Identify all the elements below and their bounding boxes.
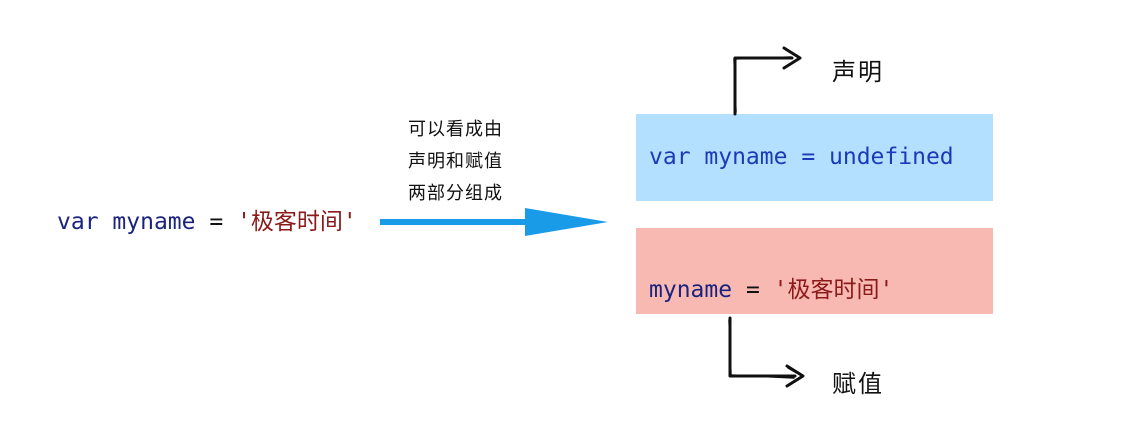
main-arrow-shaft [380, 219, 530, 225]
declaration-arrow-icon [733, 46, 802, 116]
source-identifier: myname [112, 209, 196, 235]
assignment-box: myname = '极客时间' [636, 228, 993, 314]
assignment-code: myname = '极客时间' [649, 270, 893, 304]
caption-line-1: 可以看成由 [408, 119, 503, 140]
assignment-identifier: myname [649, 277, 733, 303]
declaration-label: 声明 [832, 58, 884, 86]
source-statement: var myname = '极客时间' [57, 208, 357, 236]
source-equals: = [209, 209, 224, 235]
assignment-equals: = [745, 277, 760, 303]
assignment-value: '极客时间' [773, 277, 894, 303]
caption-line-2: 声明和赋值 [408, 151, 503, 172]
source-keyword: var [57, 209, 99, 235]
caption: 可以看成由 声明和赋值 两部分组成 [408, 114, 558, 210]
assignment-arrow-icon [728, 316, 805, 388]
source-value: '极客时间' [237, 209, 357, 235]
assignment-label: 赋值 [832, 370, 884, 398]
main-arrow-icon [380, 208, 608, 236]
main-arrow-head [525, 208, 608, 236]
declaration-box: var myname = undefined [636, 114, 993, 201]
caption-line-3: 两部分组成 [408, 183, 503, 204]
declaration-code: var myname = undefined [649, 144, 954, 170]
